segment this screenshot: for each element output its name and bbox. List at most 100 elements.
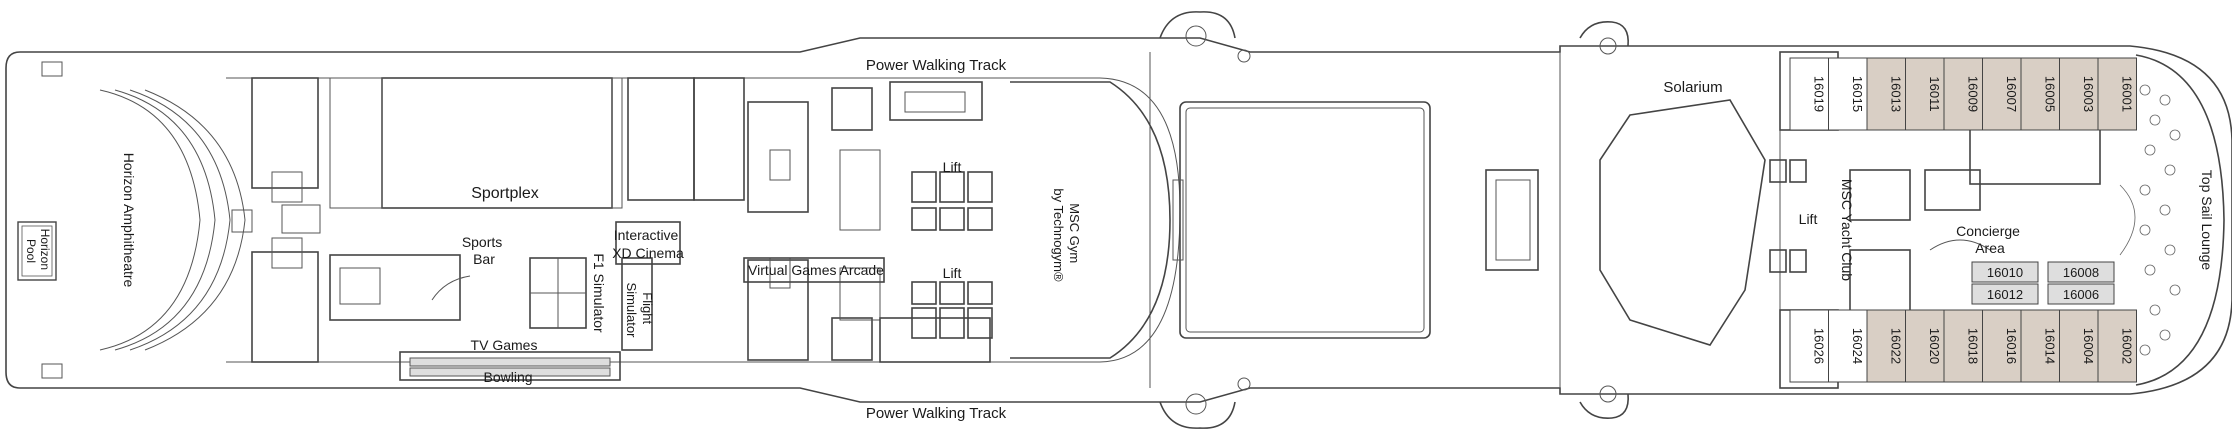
msc-gym-area[interactable]: [1010, 81, 1171, 359]
cabin-16003-box: [2059, 57, 2099, 131]
flight-simulator-label: Flight Simulator: [624, 283, 655, 339]
top-sail-lounge-area[interactable]: [2135, 54, 2225, 386]
cabins-bottom-row: 16026 16024 16022 16020 16018 16016 16014 16004…: [1789, 309, 2137, 383]
cabin-16019[interactable]: 16019: [1789, 57, 1829, 131]
solarium-label: Solarium: [1663, 79, 1722, 96]
yacht-club-service: [1924, 169, 1981, 211]
amphitheatre-seating: [99, 89, 246, 351]
cabin-16013-number: 16013: [1888, 76, 1903, 112]
bowling-lanes[interactable]: [399, 351, 621, 381]
cabin-16006-box: [2047, 283, 2115, 305]
yacht-club-lifts[interactable]: [1769, 159, 1807, 273]
horizon-amphitheatre-label: Horizon Amphitheatre: [121, 153, 137, 288]
solarium-area[interactable]: [1599, 99, 1766, 346]
tv-games-label: TV Games: [471, 337, 538, 353]
cabin-16003-number: 16003: [2081, 76, 2096, 112]
cabin-16020-number: 16020: [1927, 328, 1942, 364]
cabin-16013[interactable]: 16013: [1866, 57, 1906, 131]
cabin-16001[interactable]: 16001: [2097, 57, 2137, 131]
cabin-16024-number: 16024: [1850, 328, 1865, 364]
cabin-16004[interactable]: 16004: [2059, 309, 2099, 383]
flight-simulator-area[interactable]: [621, 257, 653, 351]
cabin-16022[interactable]: 16022: [1866, 309, 1906, 383]
cabin-16009-number: 16009: [1965, 76, 1980, 112]
cabin-16005-box: [2020, 57, 2060, 131]
midship-core: [627, 77, 881, 361]
cabin-16014[interactable]: 16014: [2020, 309, 2060, 383]
msc-yacht-club-label: MSC Yacht Club: [1839, 179, 1855, 281]
lift-bank-lower[interactable]: [911, 281, 993, 339]
f1-simulator-label: F1 Simulator: [591, 253, 607, 333]
cabin-16014-number: 16014: [2042, 328, 2057, 364]
cabin-16008-number: 16008: [2063, 265, 2099, 280]
cabin-16012-box: [1971, 283, 2039, 305]
cabin-16008[interactable]: 16008: [2047, 261, 2115, 283]
cabin-16012-number: 16012: [1987, 287, 2023, 302]
concierge-area-label: Concierge Area: [1956, 223, 2024, 256]
lift-bank-upper[interactable]: [911, 171, 993, 231]
hull-outline: [5, 37, 2232, 403]
cabin-16012[interactable]: 16012: [1971, 283, 2039, 305]
cabin-16022-number: 16022: [1888, 328, 1903, 364]
xd-cinema-label: Interactive XD Cinema: [612, 227, 684, 261]
pool-deck[interactable]: [1179, 101, 1431, 339]
suite-cabins: 16010 16012 16008 16006: [1971, 261, 2115, 305]
cabin-16016[interactable]: 16016: [1982, 309, 2022, 383]
cabin-16019-number: 16019: [1811, 76, 1826, 112]
cabin-16015[interactable]: 16015: [1828, 57, 1868, 131]
cabin-16020[interactable]: 16020: [1905, 309, 1945, 383]
cabin-16026-box: [1789, 309, 1829, 383]
cabin-16011-box: [1905, 57, 1945, 131]
cabin-16018-number: 16018: [1965, 328, 1980, 364]
lift-label-upper: Lift: [943, 159, 962, 175]
bowling-label: Bowling: [483, 369, 532, 385]
lounge-furniture: [2119, 84, 2181, 356]
cabin-16020-box: [1905, 309, 1945, 383]
cabin-16002-number: 16002: [2119, 328, 2134, 364]
cabin-16004-number: 16004: [2081, 328, 2096, 364]
enclosure: [889, 81, 983, 121]
mooring-fixtures: [1159, 11, 1629, 429]
cabin-16026[interactable]: 16026: [1789, 309, 1829, 383]
sports-bar-area[interactable]: [329, 254, 461, 321]
cabin-16007-number: 16007: [2004, 76, 2019, 112]
cabin-16002[interactable]: 16002: [2097, 309, 2137, 383]
concierge-counter: [1929, 239, 1991, 251]
cabin-16005[interactable]: 16005: [2020, 57, 2060, 131]
cabin-16003[interactable]: 16003: [2059, 57, 2099, 131]
cabin-16010-box: [1971, 261, 2039, 283]
cabin-16001-box: [2097, 57, 2137, 131]
top-sail-lounge-label: Top Sail Lounge: [2199, 170, 2215, 271]
cabin-16018[interactable]: 16018: [1943, 309, 1983, 383]
power-walking-track-bottom-label: Power Walking Track: [866, 405, 1007, 422]
cabin-16006-number: 16006: [2063, 287, 2099, 302]
sports-bar-label: Sports Bar: [462, 234, 506, 267]
cabin-16005-number: 16005: [2042, 76, 2057, 112]
enclosure: [879, 317, 991, 363]
virtual-games-arcade-label: Virtual Games Arcade: [748, 262, 884, 278]
cabin-16001-number: 16001: [2119, 76, 2134, 112]
horizon-pool[interactable]: [17, 221, 57, 281]
cabin-16010[interactable]: 16010: [1971, 261, 2039, 283]
cabin-16010-number: 16010: [1987, 265, 2023, 280]
msc-gym-label: MSC Gym by Technogym®: [1051, 188, 1082, 282]
cabin-16024[interactable]: 16024: [1828, 309, 1868, 383]
cabin-16016-number: 16016: [2004, 328, 2019, 364]
cabin-16008-box: [2047, 261, 2115, 283]
xd-cinema-area[interactable]: [615, 221, 681, 265]
lift-label-yacht-club: Lift: [1799, 211, 1818, 227]
sportplex-label: Sportplex: [471, 185, 539, 202]
cabin-16016-box: [1982, 309, 2022, 383]
virtual-games-arcade-area[interactable]: [743, 257, 885, 283]
cabin-16007[interactable]: 16007: [1982, 57, 2022, 131]
cabin-16014-box: [2020, 309, 2060, 383]
horizon-pool-label: Horizon Pool: [24, 229, 52, 274]
enclosure: [904, 91, 966, 113]
cabin-16006[interactable]: 16006: [2047, 283, 2115, 305]
cabin-16011[interactable]: 16011: [1905, 57, 1945, 131]
cabin-16015-number: 16015: [1850, 76, 1865, 112]
aft-structure: [231, 77, 321, 363]
cabin-16009[interactable]: 16009: [1943, 57, 1983, 131]
cabin-16002-box: [2097, 309, 2137, 383]
